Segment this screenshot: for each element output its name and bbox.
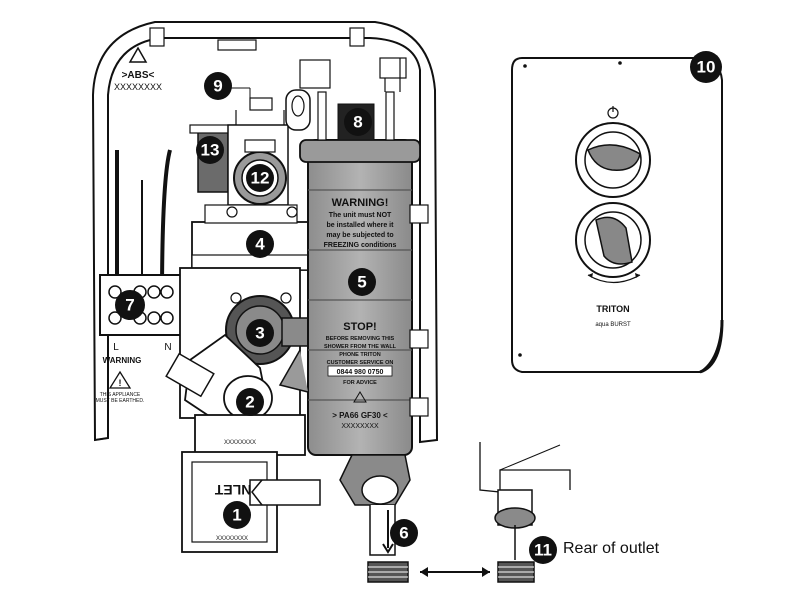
- abs-recycle-mark: >ABS< XXXXXXXX: [114, 46, 162, 92]
- pa66-label: > PA66 GF30 <: [332, 411, 388, 420]
- callout-7: 7: [115, 290, 145, 320]
- abs-code: XXXXXXXX: [114, 82, 162, 92]
- pa66-code: XXXXXXXX: [341, 423, 379, 430]
- valve-code: XXXXXXXX: [224, 440, 256, 446]
- callout-13: 13: [196, 136, 224, 164]
- terminal-l-label: L: [113, 342, 119, 353]
- stop-line1: BEFORE REMOVING THIS: [326, 336, 395, 342]
- terminal-warning-label: WARNING: [103, 356, 142, 365]
- svg-text:9: 9: [213, 77, 222, 96]
- svg-text:10: 10: [697, 58, 716, 77]
- model-logo-text: aqua BURST: [595, 322, 631, 328]
- temperature-knob: [575, 202, 651, 284]
- front-cover: TRITON aqua BURST: [511, 57, 724, 374]
- callout-1: 1: [223, 501, 251, 529]
- freeze-warning-line4: FREEZING conditions: [324, 242, 397, 249]
- stop-phone: 0844 980 0750: [337, 369, 384, 376]
- inlet-block: XXXXXXXX INLET XXXXXXXX: [181, 414, 321, 553]
- svg-text:8: 8: [353, 113, 362, 132]
- stop-line4: CUSTOMER SERVICE ON: [327, 360, 394, 366]
- callout-10: 10: [690, 51, 722, 83]
- abs-label: >ABS<: [122, 70, 155, 81]
- brand-logo-text: TRITON: [596, 304, 629, 314]
- rear-outlet-detail: [479, 442, 571, 583]
- heater-tank: WARNING! The unit must NOT be installed …: [278, 139, 429, 456]
- callout-12: 12: [246, 164, 274, 192]
- svg-text:5: 5: [357, 273, 366, 292]
- stop-line5: FOR ADVICE: [343, 380, 377, 386]
- rear-outlet-caption: Rear of outlet: [563, 540, 660, 557]
- svg-text:13: 13: [201, 141, 220, 160]
- freeze-warning-line3: may be subjected to: [326, 232, 393, 239]
- svg-text:6: 6: [399, 524, 408, 543]
- svg-text:11: 11: [534, 541, 552, 560]
- callout-8: 8: [344, 108, 372, 136]
- earth-warning-line2: MUST BE EARTHED.: [96, 398, 145, 404]
- stop-line2: SHOWER FROM THE WALL: [324, 344, 397, 350]
- callout-3: 3: [246, 319, 274, 347]
- inlet-label: INLET: [214, 482, 255, 498]
- outlet-elbow: [339, 454, 411, 583]
- callout-9: 9: [204, 72, 232, 100]
- svg-text:!: !: [119, 378, 122, 388]
- freeze-warning-line2: be installed where it: [327, 222, 395, 229]
- earth-warning-line1: THIS APPLIANCE: [100, 392, 141, 398]
- stop-title: STOP!: [343, 321, 376, 333]
- terminal-block: L N WARNING ! THIS APPLIANCE MUST BE EAR…: [96, 274, 183, 404]
- svg-text:12: 12: [251, 169, 270, 188]
- svg-text:1: 1: [232, 506, 241, 525]
- stop-line3: PHONE TRITON: [339, 352, 380, 358]
- backplate: [91, 21, 439, 444]
- svg-text:2: 2: [245, 393, 254, 412]
- callout-2: 2: [236, 388, 264, 416]
- svg-text:3: 3: [255, 324, 264, 343]
- callout-4: 4: [246, 230, 274, 258]
- keyhole-mount: [285, 89, 311, 131]
- power-knob: [575, 106, 651, 198]
- svg-text:7: 7: [125, 296, 134, 315]
- terminal-n-label: N: [164, 342, 171, 353]
- freeze-warning-title: WARNING!: [332, 197, 389, 209]
- mounting-bracket: [191, 204, 311, 271]
- callout-11: 11: [529, 536, 557, 564]
- svg-text:4: 4: [255, 235, 265, 254]
- inlet-code: XXXXXXXX: [216, 536, 248, 542]
- double-arrow: [420, 567, 490, 577]
- callout-5: 5: [348, 268, 376, 296]
- callout-6: 6: [390, 519, 418, 547]
- freeze-warning-line1: The unit must NOT: [329, 212, 392, 219]
